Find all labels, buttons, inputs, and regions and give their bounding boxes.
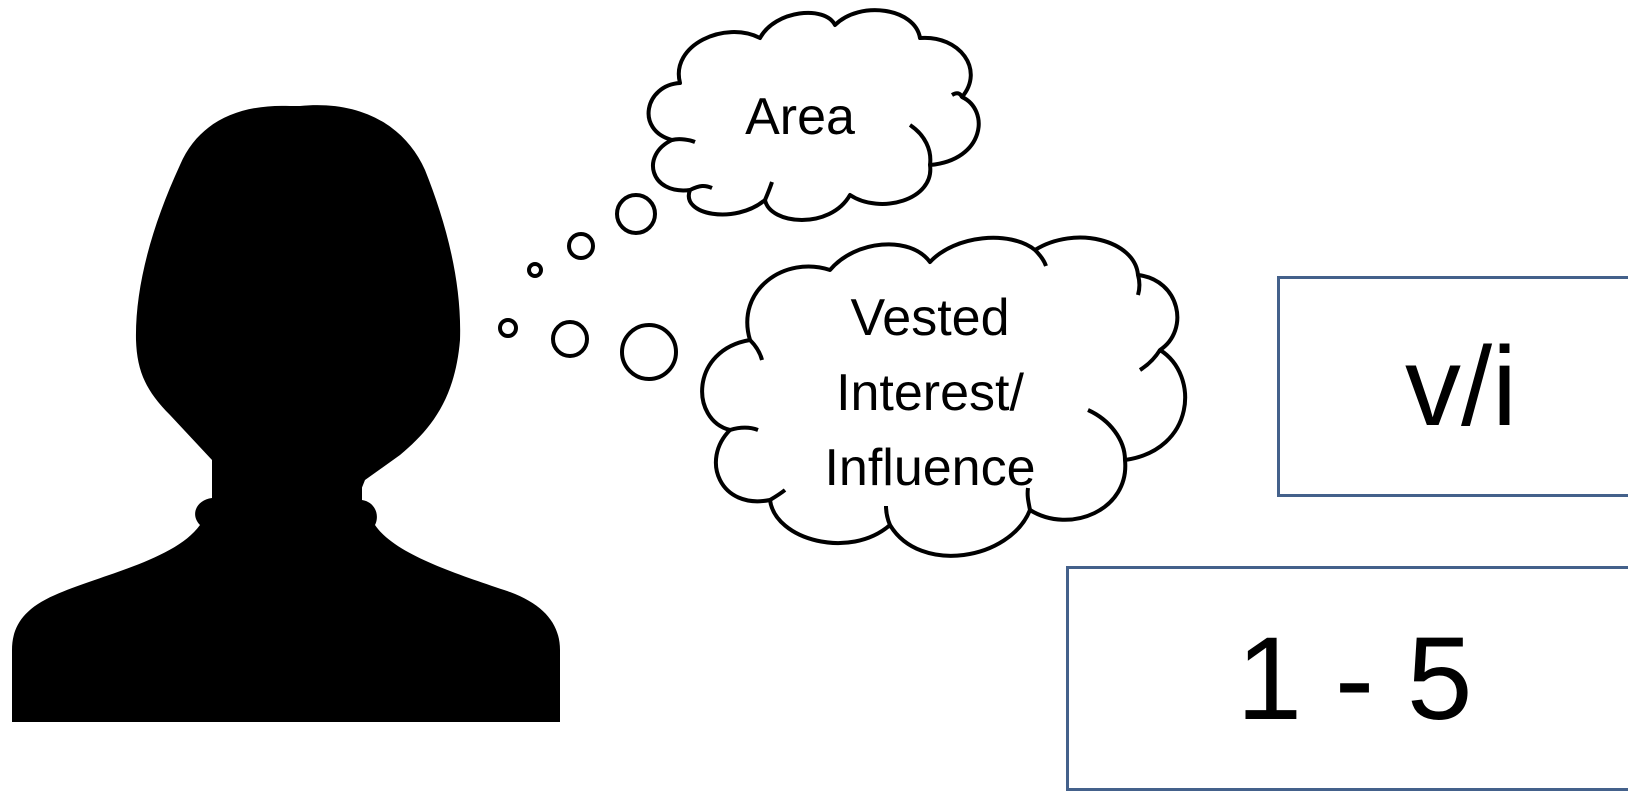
thought-dot [620,323,678,381]
thought-dot [615,193,657,235]
thought-dot [567,232,595,260]
person-silhouette-icon [12,105,560,722]
thought-cloud-vested-line2: Interest/ [836,364,1024,422]
thought-cloud-vested-line3: Influence [824,439,1035,497]
scale-box: 1 - 5 [1066,566,1628,791]
thought-cloud-area: Area [646,8,981,222]
thought-dot [551,320,589,358]
thought-cloud-area-label: Area [745,88,855,146]
thought-cloud-vested: Vested Interest/ Influence [700,235,1188,558]
scale-label: 1 - 5 [1236,612,1473,745]
thought-dot [527,262,543,278]
thought-dot [498,318,518,338]
thought-cloud-vested-line1: Vested [850,289,1009,347]
vi-label-box: v/i [1277,276,1628,497]
thought-dots [498,193,678,381]
vi-label: v/i [1405,324,1517,449]
